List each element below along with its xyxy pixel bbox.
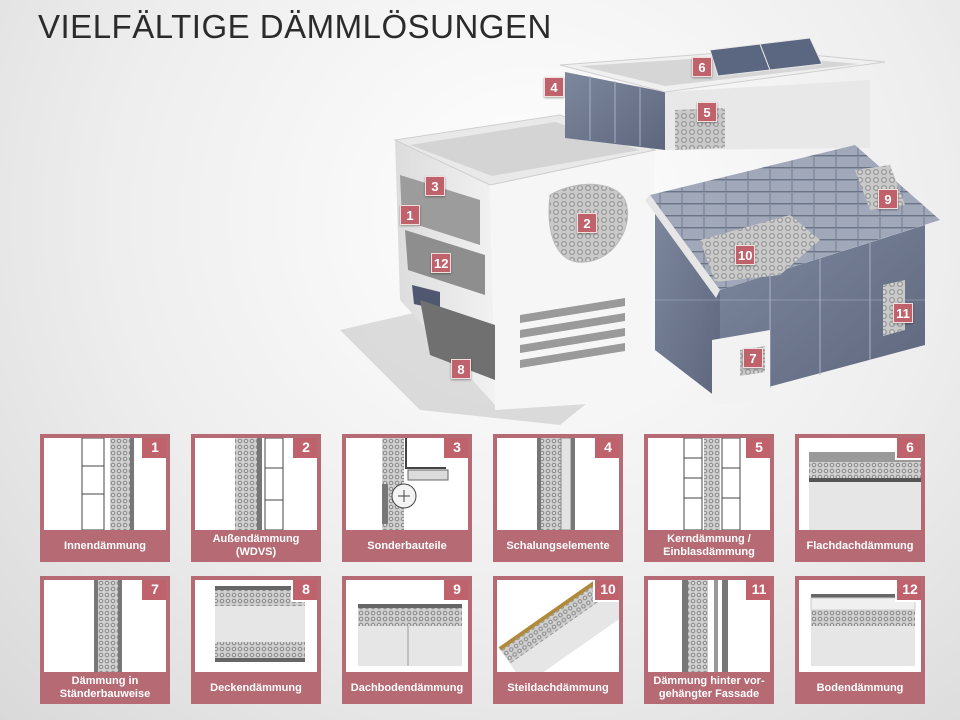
house-illustration [340, 37, 940, 425]
panel-label: Kerndämmung / Einblasdämmung [663, 533, 755, 558]
panel-stud-frame-insulation: 7 Dämmung in Ständerbauweise [40, 576, 170, 704]
panel-label: Außendämmung (WDVS) [212, 533, 300, 558]
panel-label: Sonderbauteile [367, 539, 447, 552]
panel-label: Flachdachdämmung [806, 539, 914, 552]
pitched-roof-insulation-icon: 10 [497, 580, 619, 672]
callout-10: 10 [735, 245, 756, 265]
panel-number: 2 [291, 438, 317, 460]
exterior-insulation-icon: 2 [195, 438, 317, 530]
panel-ventilated-facade-insulation: 11 Dämmung hinter vor- gehängter Fassade [644, 576, 774, 704]
callout-5: 5 [697, 102, 717, 122]
callout-7: 7 [743, 348, 763, 368]
callout-9: 9 [878, 189, 898, 209]
panel-number: 12 [895, 580, 921, 602]
callout-1: 1 [400, 205, 420, 225]
panel-number: 1 [140, 438, 166, 460]
ventilated-facade-insulation-icon: 11 [648, 580, 770, 672]
callout-11: 11 [893, 303, 913, 323]
panel-number: 11 [744, 580, 770, 602]
callout-2: 2 [577, 213, 597, 233]
panel-attic-floor-insulation: 9 Dachbodendämmung [342, 576, 472, 704]
panel-core-insulation: 5 Kerndämmung / Einblasdämmung [644, 434, 774, 562]
panel-label: Innendämmung [64, 539, 146, 552]
panel-label: Dämmung in Ständerbauweise [59, 675, 151, 700]
callout-4: 4 [544, 77, 564, 97]
panel-pitched-roof-insulation: 10 Steildachdämmung [493, 576, 623, 704]
core-insulation-icon: 5 [648, 438, 770, 530]
page-title: VIELFÄLTIGE DÄMMLÖSUNGEN [38, 8, 552, 45]
interior-insulation-icon: 1 [44, 438, 166, 530]
panel-label: Bodendämmung [816, 681, 904, 694]
attic-floor-insulation-icon: 9 [346, 580, 468, 672]
panel-floor-insulation: 12 Bodendämmung [795, 576, 925, 704]
panel-number: 4 [593, 438, 619, 460]
flat-roof-insulation-icon: 6 [799, 438, 921, 530]
solar-panels [709, 37, 823, 77]
stud-frame-insulation-icon: 7 [44, 580, 166, 672]
panel-label: Deckendämmung [210, 681, 302, 694]
panel-number: 3 [442, 438, 468, 460]
panel-exterior-insulation: 2 Außendämmung (WDVS) [191, 434, 321, 562]
panel-number: 5 [744, 438, 770, 460]
panel-label: Steildachdämmung [507, 681, 609, 694]
panel-special-components: 3 Sonderbauteile [342, 434, 472, 562]
callout-12: 12 [431, 253, 452, 273]
floor-insulation-icon: 12 [799, 580, 921, 672]
panel-number: 9 [442, 580, 468, 602]
panel-label: Dämmung hinter vor- gehängter Fassade [653, 675, 765, 700]
panel-label: Dachbodendämmung [350, 681, 464, 694]
panel-label: Schalungselemente [506, 539, 610, 552]
ceiling-insulation-icon: 8 [195, 580, 317, 672]
panel-ceiling-insulation: 8 Deckendämmung [191, 576, 321, 704]
vent-slats [520, 298, 625, 368]
insulation-types-grid: 1 Innendämmung 2 Außendämmung (WDVS) [40, 434, 928, 710]
panel-number: 6 [895, 438, 921, 460]
callout-6: 6 [692, 57, 712, 77]
panel-interior-insulation: 1 Innendämmung [40, 434, 170, 562]
panel-number: 8 [291, 580, 317, 602]
callout-3: 3 [425, 176, 445, 196]
panel-formwork-elements: 4 Schalungselemente [493, 434, 623, 562]
formwork-elements-icon: 4 [497, 438, 619, 530]
panel-number: 10 [593, 580, 619, 602]
panel-flat-roof-insulation: 6 Flachdachdämmung [795, 434, 925, 562]
special-components-icon: 3 [346, 438, 468, 530]
callout-8: 8 [451, 359, 471, 379]
panel-number: 7 [140, 580, 166, 602]
